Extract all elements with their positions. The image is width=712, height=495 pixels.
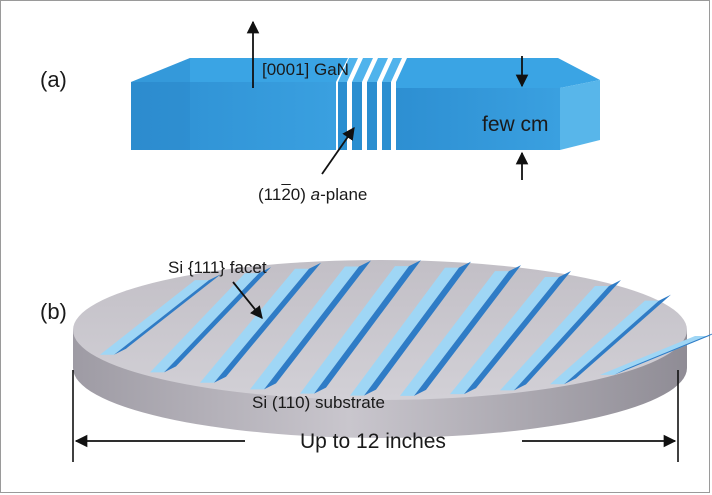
panel-a-label: (a) — [40, 67, 67, 92]
gan-right-end — [560, 80, 600, 150]
si-111-facet — [214, 262, 321, 383]
a-plane-italic: a — [310, 185, 321, 204]
a-plane-prefix: (11 — [258, 185, 282, 204]
gan-slice-3 — [367, 58, 388, 82]
a-plane-overbar: 2 — [281, 185, 291, 204]
si-111-facet — [164, 267, 271, 373]
si-111-facet — [464, 270, 571, 395]
si-111-facet — [564, 294, 671, 385]
a-plane-end: -plane — [320, 185, 368, 204]
groove-floor — [600, 336, 709, 375]
groove-floor — [350, 267, 459, 396]
gan-left-front — [131, 58, 190, 150]
groove-floor — [300, 266, 409, 394]
substrate-label: Si (110) substrate — [252, 393, 385, 412]
groove-floor — [450, 276, 559, 395]
a-plane-label: (1120) a-plane — [258, 185, 367, 205]
gan-left-top — [131, 58, 348, 82]
gan-right-top — [396, 58, 600, 88]
si-111-facet — [364, 261, 471, 396]
gan-slice-1 — [338, 58, 358, 82]
gan-slice-4 — [382, 58, 402, 82]
facet-pointer — [232, 281, 263, 319]
si-111-facet — [614, 333, 712, 375]
facet-label: Si {111} facet — [168, 258, 267, 277]
si-111-facet — [114, 274, 221, 355]
gan-left-side — [131, 82, 336, 150]
c-axis-label: [0001] GaN — [262, 60, 349, 79]
groove-floor — [500, 286, 609, 391]
groove-floor — [200, 268, 309, 383]
si-wafer — [73, 260, 712, 438]
groove-floor — [400, 271, 509, 396]
gan-slice-2 — [352, 58, 373, 82]
a-plane-suffix: 0) — [290, 185, 311, 204]
si-111-facet — [314, 260, 421, 394]
si-111-facet — [264, 260, 371, 390]
si-111-facet — [414, 265, 521, 396]
groove-floor — [100, 280, 209, 355]
groove-floor — [250, 266, 359, 390]
si-111-facet — [514, 280, 621, 391]
groove-floor — [150, 273, 259, 373]
a-plane-pointer — [321, 126, 355, 175]
facet-grooves — [100, 260, 712, 396]
panel-b-label: (b) — [40, 299, 67, 324]
thickness-label: few cm — [482, 113, 549, 136]
groove-floor — [550, 300, 659, 385]
gan-right-side — [396, 88, 560, 150]
size-label: Up to 12 inches — [300, 430, 446, 453]
